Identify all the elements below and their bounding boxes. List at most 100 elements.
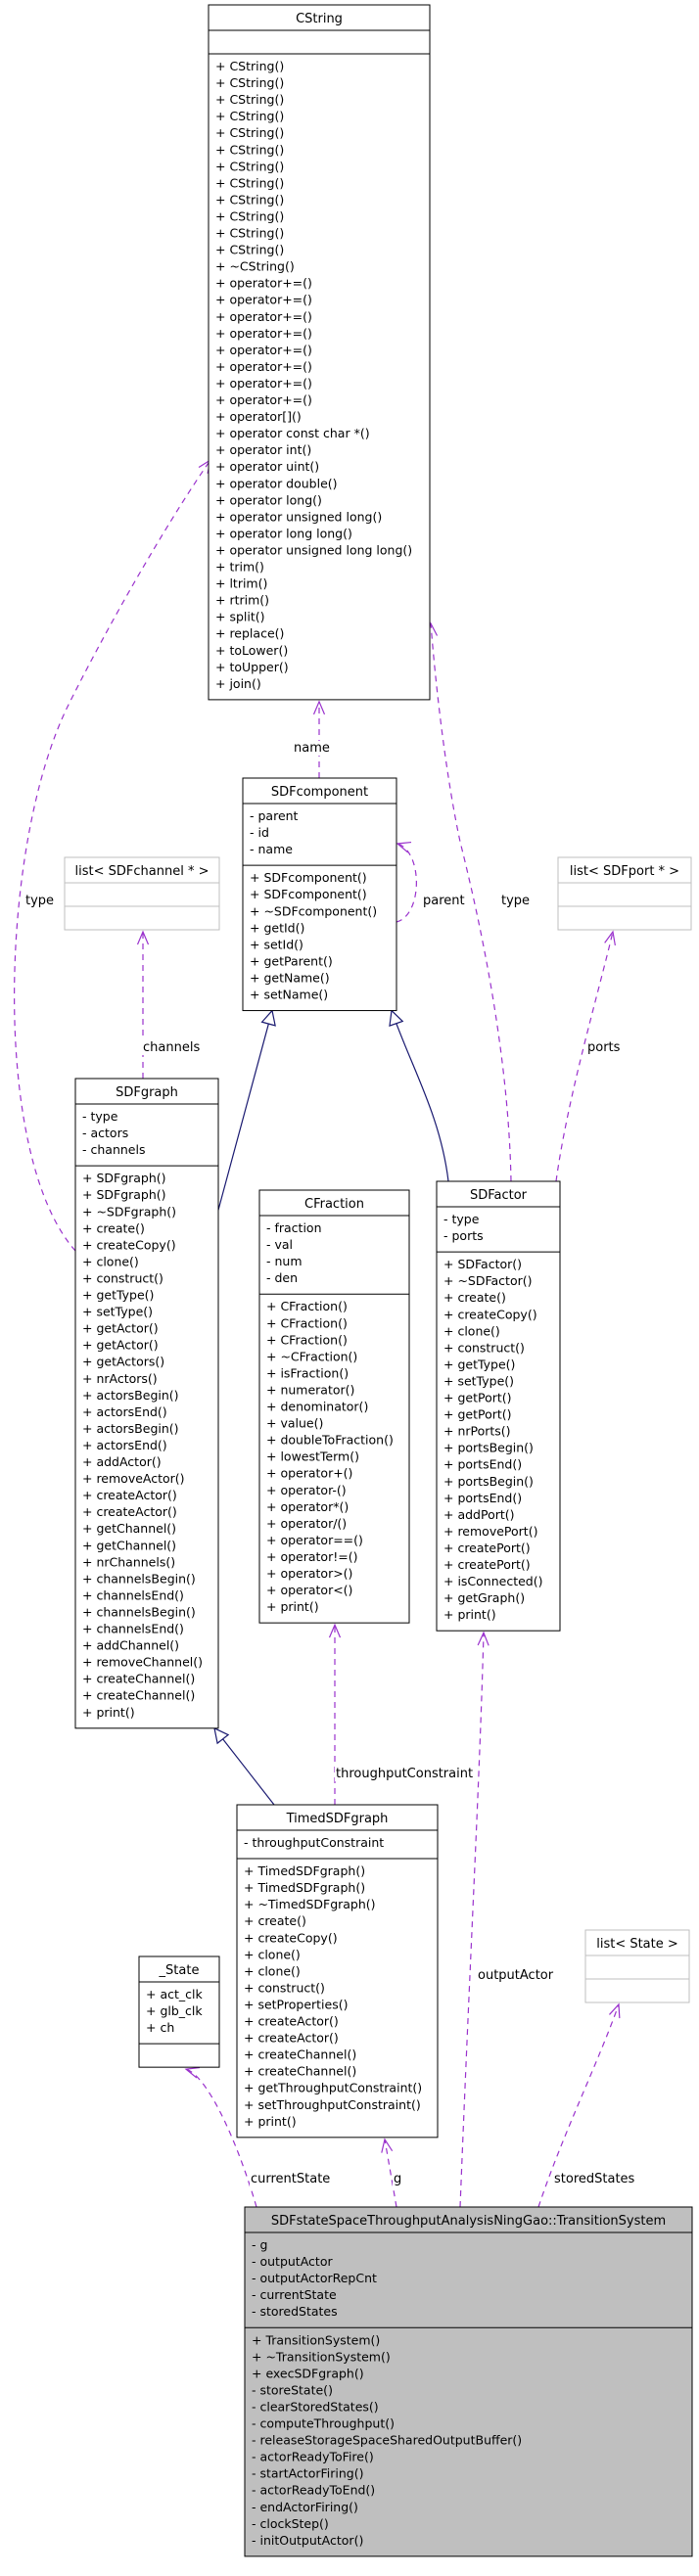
box-frame xyxy=(436,1180,561,1632)
edge-label-background xyxy=(142,1040,202,1055)
class-method: + clone() xyxy=(244,1963,301,1978)
class-method: + SDFcomponent() xyxy=(250,887,367,901)
class-attribute: - id xyxy=(250,825,269,840)
class-method: + CString() xyxy=(215,192,284,207)
class-method: + doubleToFraction() xyxy=(266,1433,394,1448)
class-title: SDFstateSpaceThroughputAnalysisNingGao::… xyxy=(271,2214,666,2229)
class-attribute: - channels xyxy=(82,1142,145,1157)
class-method: + toLower() xyxy=(215,643,288,658)
edge-label-background xyxy=(24,894,56,908)
edge-label-throughput-constraint: throughputConstraint xyxy=(336,1767,473,1781)
edge-label-background xyxy=(335,1767,475,1781)
box-frame xyxy=(236,1804,439,2139)
edge-label-type-left: type xyxy=(25,894,54,908)
class-box-sdfgraph: SDFgraph- type- actors- channels+ SDFgra… xyxy=(74,1078,219,1729)
class-method: - storeState() xyxy=(252,2382,333,2397)
class-title: SDFcomponent xyxy=(271,785,368,800)
box-frame xyxy=(242,777,397,1012)
box-frame xyxy=(244,2206,693,2557)
edge-label-current-state: currentState xyxy=(251,2172,330,2186)
edge-label-background xyxy=(500,894,532,908)
class-method: + channelsBegin() xyxy=(82,1571,196,1586)
class-method: + join() xyxy=(215,676,261,691)
edges xyxy=(14,458,621,2208)
class-title: SDFgraph xyxy=(116,1085,178,1100)
edge-inherit-timedsdfgraph-arrowhead xyxy=(213,1726,230,1745)
class-attribute: - val xyxy=(266,1237,293,1252)
class-method: + CString() xyxy=(215,109,284,123)
edge-stored-states-arrowhead xyxy=(609,2002,621,2019)
class-method: + construct() xyxy=(443,1340,525,1355)
class-method: + operator==() xyxy=(266,1533,363,1547)
class-method: + operator long() xyxy=(215,492,322,507)
class-method: + ~CFraction() xyxy=(266,1349,357,1363)
edge-label-background xyxy=(477,1968,555,1983)
class-method: + portsBegin() xyxy=(443,1474,534,1489)
class-box-timedsdfgraph: TimedSDFgraph- throughputConstraint+ Tim… xyxy=(236,1804,439,2139)
class-method: - actorReadyToEnd() xyxy=(252,2483,375,2498)
box-frame xyxy=(64,856,220,931)
class-attribute: - outputActor xyxy=(252,2254,333,2269)
class-method: + createCopy() xyxy=(443,1307,537,1321)
class-method: - clockStep() xyxy=(252,2516,329,2531)
class-method: + CString() xyxy=(215,243,284,257)
class-method: + CString() xyxy=(215,59,284,73)
class-method: + ~TimedSDFgraph() xyxy=(244,1897,376,1911)
class-method: + createCopy() xyxy=(82,1237,176,1252)
class-method: + operator!=() xyxy=(266,1549,357,1564)
edge-label-channels: channels xyxy=(143,1040,200,1055)
class-method: + createChannel() xyxy=(82,1688,195,1703)
edge-parent-arrowhead xyxy=(396,841,412,853)
class-method: + operator+=() xyxy=(215,359,312,374)
class-method: + operator unsigned long() xyxy=(215,509,382,524)
class-method: + split() xyxy=(215,610,265,624)
class-attribute: - outputActorRepCnt xyxy=(252,2271,377,2285)
box-frame xyxy=(258,1189,410,1624)
class-method: + removeActor() xyxy=(82,1471,185,1486)
edge-label-stored-states: storedStates xyxy=(554,2172,635,2186)
box-frame xyxy=(584,1929,690,2003)
class-method: + CString() xyxy=(215,175,284,190)
class-attribute: - currentState xyxy=(252,2287,337,2302)
class-method: + numerator() xyxy=(266,1382,354,1397)
class-method: + SDFcomponent() xyxy=(250,870,367,885)
class-method: + ~SDFgraph() xyxy=(82,1204,176,1219)
class-method: + createChannel() xyxy=(244,2047,356,2062)
edge-parent xyxy=(396,843,417,923)
class-method: + setName() xyxy=(250,988,328,1002)
class-box-list-sdfchannel: list< SDFchannel * > xyxy=(64,856,220,931)
class-method: + getParent() xyxy=(250,953,333,968)
edge-stored-states xyxy=(537,2003,620,2208)
class-method: + operator+=() xyxy=(215,276,312,291)
class-method: + setType() xyxy=(443,1373,514,1388)
class-method: + actorsEnd() xyxy=(82,1438,167,1452)
class-method: + channelsEnd() xyxy=(82,1622,184,1636)
edge-inherit-sdfactor xyxy=(391,1010,449,1182)
class-method: + getId() xyxy=(250,920,304,935)
class-title: SDFactor xyxy=(470,1188,528,1203)
class-method: + getName() xyxy=(250,970,330,985)
edge-output-actor xyxy=(459,1633,485,2208)
class-method: + getThroughputConstraint() xyxy=(244,2081,422,2095)
class-box-transitionsystem: SDFstateSpaceThroughputAnalysisNingGao::… xyxy=(244,2206,693,2557)
class-method: + replace() xyxy=(215,626,284,641)
class-method: + toUpper() xyxy=(215,660,289,674)
class-attribute: - g xyxy=(252,2237,267,2252)
edge-type-left xyxy=(14,459,211,1252)
edge-label-ports: ports xyxy=(587,1040,621,1055)
class-method: + getActor() xyxy=(82,1321,159,1336)
class-method: + CString() xyxy=(215,159,284,173)
class-method: + create() xyxy=(443,1290,506,1305)
class-method: + CString() xyxy=(215,92,284,107)
class-method: + operator/() xyxy=(266,1516,347,1531)
class-boxes: CString+ CString()+ CString()+ CString()… xyxy=(64,4,693,2557)
class-method: + isConnected() xyxy=(443,1574,543,1588)
class-attribute: - fraction xyxy=(266,1220,322,1235)
edge-inherit-timedsdfgraph xyxy=(213,1727,275,1806)
edge-label-parent: parent xyxy=(423,894,465,908)
class-method: + nrActors() xyxy=(82,1371,158,1386)
class-title: TimedSDFgraph xyxy=(286,1812,389,1826)
edge-current-state xyxy=(185,2068,257,2208)
edge-channels-arrowhead xyxy=(136,930,150,945)
class-method: + construct() xyxy=(82,1270,163,1285)
